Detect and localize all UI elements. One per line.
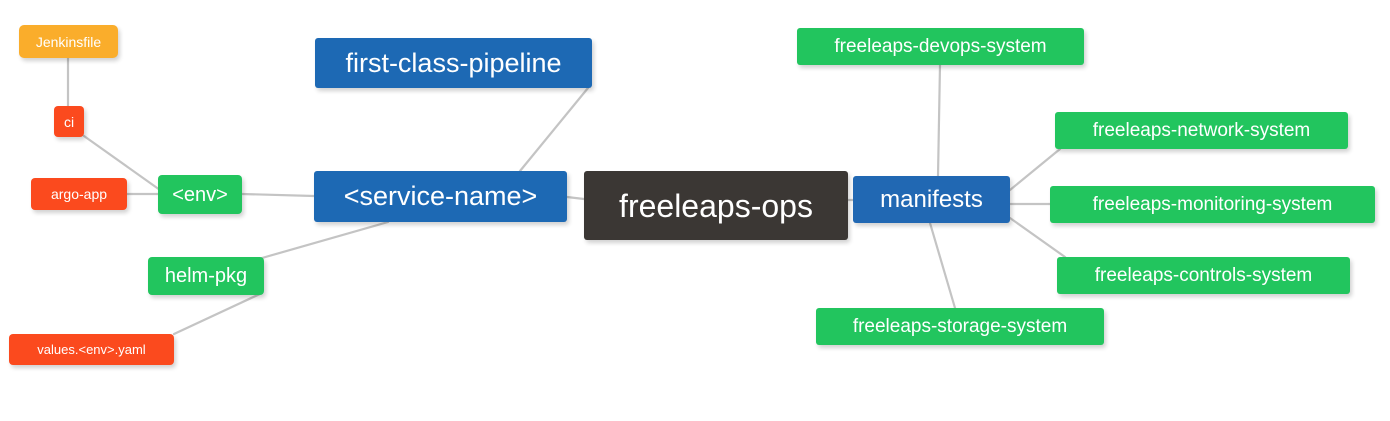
- edge-manifests-storage: [928, 221, 957, 310]
- edge-manifests-network: [1008, 147, 1062, 192]
- node-freeleaps-storage-system-label: freeleaps-storage-system: [852, 316, 1068, 337]
- node-argo-app[interactable]: argo-app: [31, 178, 127, 210]
- node-ci-label: ci: [63, 113, 75, 130]
- node-freeleaps-monitoring-system-label: freeleaps-monitoring-system: [1092, 194, 1333, 215]
- node-manifests-label: manifests: [880, 185, 983, 213]
- node-env[interactable]: <env>: [158, 175, 242, 214]
- edge-ci-env: [82, 134, 162, 192]
- node-service-name[interactable]: <service-name>: [314, 171, 567, 222]
- node-freeleaps-network-system[interactable]: freeleaps-network-system: [1055, 112, 1348, 149]
- node-first-class-pipeline[interactable]: first-class-pipeline: [315, 38, 592, 88]
- node-jenkinsfile-label: Jenkinsfile: [35, 33, 102, 50]
- node-freeleaps-controls-system[interactable]: freeleaps-controls-system: [1057, 257, 1350, 294]
- node-freeleaps-network-system-label: freeleaps-network-system: [1092, 120, 1311, 141]
- edge-env-servicename: [240, 192, 316, 198]
- node-root-freeleaps-ops[interactable]: freeleaps-ops: [584, 171, 848, 240]
- node-freeleaps-monitoring-system[interactable]: freeleaps-monitoring-system: [1050, 186, 1375, 223]
- node-service-name-label: <service-name>: [343, 181, 538, 211]
- edge-pipeline-servicename: [518, 86, 590, 173]
- node-freeleaps-devops-system[interactable]: freeleaps-devops-system: [797, 28, 1084, 65]
- edge-manifests-controls: [1008, 216, 1067, 259]
- node-helm-pkg-label: helm-pkg: [164, 265, 248, 287]
- node-ci[interactable]: ci: [54, 106, 84, 137]
- node-root-label: freeleaps-ops: [619, 187, 813, 224]
- edge-servicename-root: [565, 195, 586, 201]
- node-jenkinsfile[interactable]: Jenkinsfile: [19, 25, 118, 58]
- node-freeleaps-controls-system-label: freeleaps-controls-system: [1094, 265, 1313, 286]
- node-values-yaml-label: values.<env>.yaml: [37, 342, 146, 357]
- node-values-yaml[interactable]: values.<env>.yaml: [9, 334, 174, 365]
- node-helm-pkg[interactable]: helm-pkg: [148, 257, 264, 295]
- node-manifests[interactable]: manifests: [853, 176, 1010, 223]
- node-env-label: <env>: [172, 183, 228, 206]
- edge-manifests-devops: [936, 63, 942, 178]
- node-first-class-pipeline-label: first-class-pipeline: [345, 47, 562, 78]
- node-freeleaps-storage-system[interactable]: freeleaps-storage-system: [816, 308, 1104, 345]
- node-freeleaps-devops-system-label: freeleaps-devops-system: [834, 36, 1047, 57]
- node-argo-app-label: argo-app: [50, 186, 108, 202]
- edge-valuesyaml-helmpkg: [172, 291, 264, 336]
- edge-helmpkg-servicename: [260, 220, 390, 260]
